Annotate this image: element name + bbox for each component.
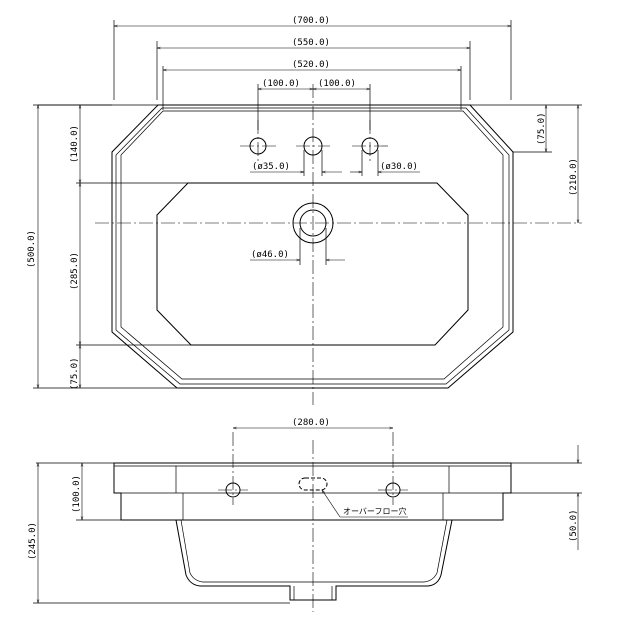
dim-bowl-top-width: (520.0) <box>292 60 330 70</box>
basin-outer-outline <box>111 104 514 389</box>
dim-overall-width: (700.0) <box>292 16 330 26</box>
dim-side-hole-dia: (ø30.0) <box>380 162 418 172</box>
dim-front-margin: (75.0) <box>70 357 80 390</box>
dim-corner-chamfer: (75.0) <box>537 112 547 145</box>
dim-overall-height: (245.0) <box>28 522 38 560</box>
front-view: (280.0) オーバーフロー穴 (100.0) (245.0) (50.0) <box>28 418 582 612</box>
right-side-hole <box>361 137 379 155</box>
dim-left-hole-spacing: (100.0) <box>262 79 300 89</box>
dim-overall-depth: (500.0) <box>27 230 37 268</box>
drain-hole-outer <box>292 202 334 244</box>
overflow-hole-label: オーバーフロー穴 <box>343 506 406 516</box>
tap-hole <box>303 136 323 156</box>
dim-back-to-bowl: (140.0) <box>70 125 80 163</box>
basin-deck-profile <box>113 462 512 521</box>
dim-bowl-depth: (285.0) <box>70 252 80 290</box>
dim-right-hole-spacing: (100.0) <box>318 79 356 89</box>
plan-view: (700.0) (550.0) (520.0) (100.0) (100.0) … <box>27 16 582 405</box>
dim-tap-hole-dia: (ø35.0) <box>252 162 290 172</box>
dim-front-hole-spacing: (280.0) <box>292 418 330 428</box>
bowl-rim-outline <box>120 110 504 380</box>
basin-outer-outline-offset <box>115 107 510 385</box>
dim-depth-to-centerline: (210.0) <box>569 158 579 196</box>
bowl-outline <box>156 182 469 346</box>
dim-drain-dia: (ø46.0) <box>251 250 289 260</box>
bowl-body-profile <box>175 519 453 601</box>
dim-deck-height: (100.0) <box>72 475 82 513</box>
drain-hole-inner <box>299 209 327 237</box>
dim-rim-width: (550.0) <box>292 38 330 48</box>
left-side-hole <box>249 137 267 155</box>
dim-step-height: (50.0) <box>569 509 579 542</box>
